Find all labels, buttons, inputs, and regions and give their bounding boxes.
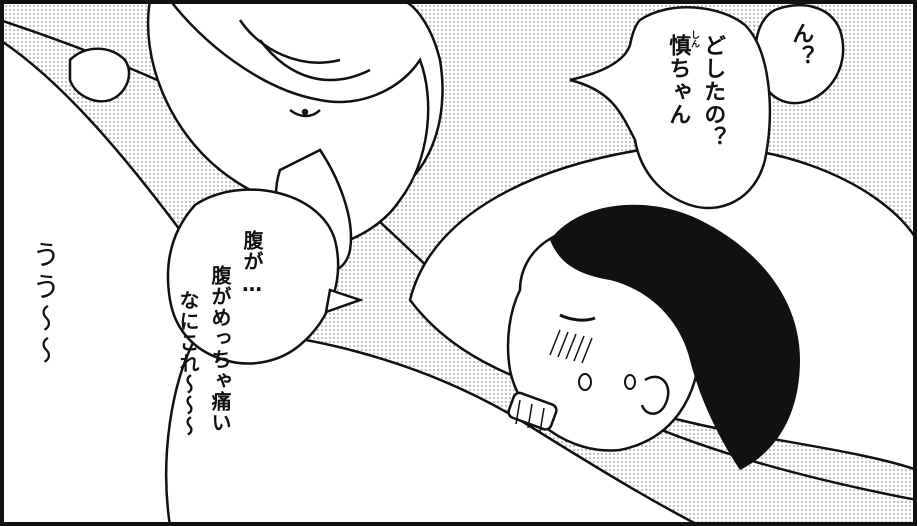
boy-figure: [506, 204, 800, 471]
speech-bubble-3-tail: [324, 288, 364, 314]
speech-text-3c: なにこれ〜〜〜: [176, 290, 200, 437]
speech-text-1: ん？: [788, 22, 814, 68]
speech-bubble-2-shape: [569, 6, 772, 210]
speech-text-2a: どしたの？: [700, 34, 726, 149]
speech-text-2b: 慎ちゃん: [665, 34, 691, 126]
speech-ruby: しん: [689, 30, 699, 48]
speech-text-3a: 腹が…: [240, 230, 264, 297]
speech-bubble-3-shape: [166, 188, 340, 365]
speech-text-3b: 腹がめっちゃ痛い: [208, 265, 232, 433]
girl-figure: [68, 0, 444, 274]
sound-effect-text: うう〜〜: [28, 240, 62, 368]
